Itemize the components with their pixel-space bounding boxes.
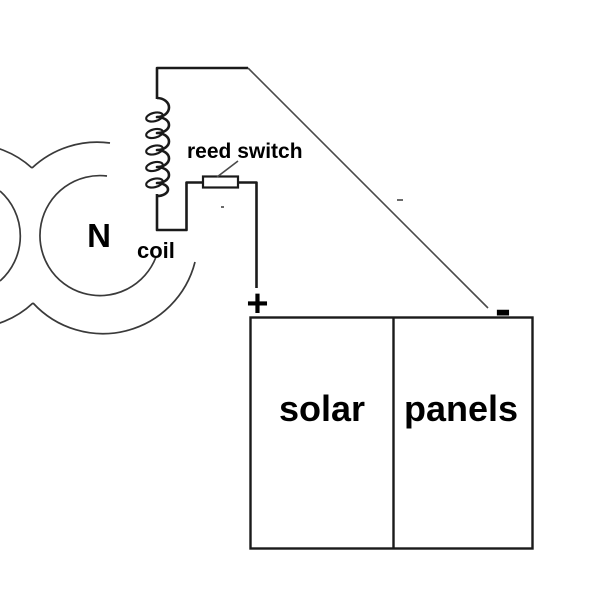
wire-coil-top bbox=[155, 66, 248, 99]
solar-cell-label-left: solar bbox=[279, 388, 365, 429]
magnet-field-lines bbox=[0, 141, 196, 335]
field-line-inner-circle-arc bbox=[39, 174, 157, 297]
positive-terminal-label: + bbox=[246, 283, 268, 325]
stray-dash-mark bbox=[397, 199, 403, 201]
coil-loop-crossover bbox=[145, 111, 164, 123]
reed-switch-body bbox=[201, 175, 240, 189]
solar-panel-box bbox=[249, 316, 534, 550]
solar-panel-component bbox=[249, 316, 534, 550]
field-line-right-outer-bottom-arc bbox=[32, 261, 196, 335]
coil-loop-crossover bbox=[145, 127, 164, 140]
stray-dot-mark bbox=[221, 206, 224, 208]
coil-component bbox=[145, 96, 171, 198]
reed-switch-label: reed switch bbox=[187, 140, 303, 163]
coil-loop-crossover bbox=[145, 177, 164, 189]
field-line-left-outer-arc bbox=[0, 148, 34, 324]
field-line-right-outer-top-arc bbox=[31, 141, 111, 169]
wire-coil-to-reed-switch bbox=[155, 181, 203, 232]
reed-switch-component bbox=[201, 160, 240, 189]
magnet-pole-label: N bbox=[87, 217, 111, 254]
wiring bbox=[155, 66, 489, 309]
coil-loop-crossover bbox=[145, 144, 164, 156]
coil-label: coil bbox=[137, 238, 175, 263]
reed-switch-pointer-line bbox=[216, 160, 239, 178]
field-line-left-inner-arc bbox=[0, 190, 22, 282]
coil-winding bbox=[155, 96, 171, 198]
negative-terminal-label: - bbox=[495, 283, 511, 336]
wire-to-negative-terminal bbox=[247, 67, 489, 309]
wire-reed-switch-to-positive bbox=[238, 181, 258, 288]
coil-loop-crossover bbox=[145, 160, 164, 173]
solar-cell-label-right: panels bbox=[404, 388, 518, 429]
